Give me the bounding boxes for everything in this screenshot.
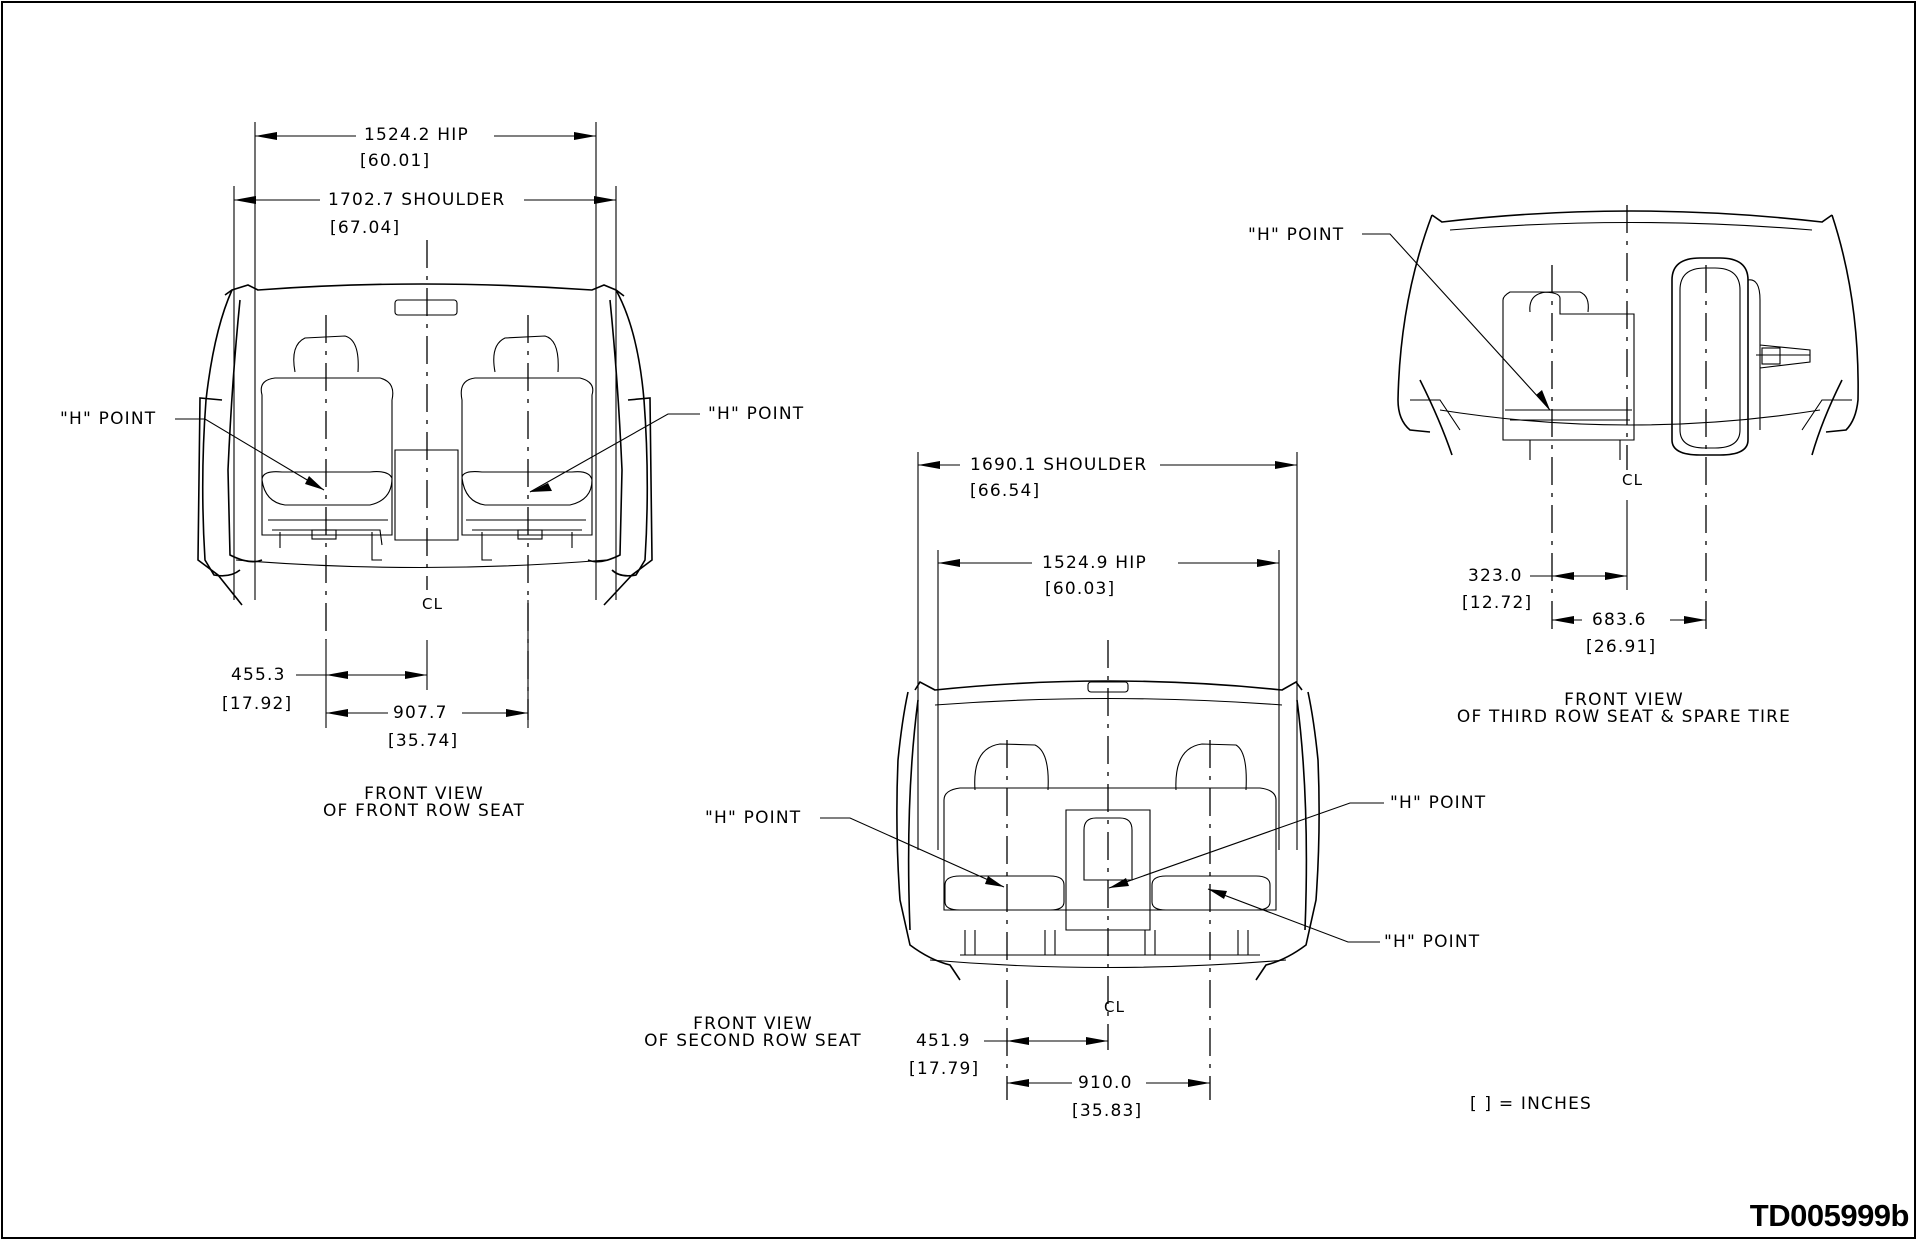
second-caption-line1: FRONT VIEW [693,1014,813,1034]
second-spacing-dimension: 910.0 [1078,1073,1133,1093]
front-row-drawing [175,122,700,728]
front-hip-inches: [60.01] [360,151,431,171]
third-row-drawing [1362,205,1859,630]
second-hip-dimension: 1524.9 HIP [1042,553,1147,573]
front-spacing-dimension: 907.7 [393,703,448,723]
third-centerline-mark: CL [1622,471,1644,489]
units-legend: [ ] = INCHES [1470,1094,1593,1114]
front-shoulder-inches: [67.04] [330,218,401,238]
front-centerline-mark: CL [422,595,444,613]
front-offset-inches: [17.92] [222,694,293,714]
third-spacing-inches: [26.91] [1586,637,1657,657]
third-offset-dimension: 323.0 [1468,566,1523,586]
front-h-point-right-label: "H" POINT [708,404,805,424]
second-shoulder-inches: [66.54] [970,481,1041,501]
second-shoulder-dimension: 1690.1 SHOULDER [970,455,1148,475]
second-spacing-inches: [35.83] [1072,1101,1143,1121]
third-h-point-label: "H" POINT [1248,225,1345,245]
front-caption-line1: FRONT VIEW [364,784,484,804]
third-caption-line1: FRONT VIEW [1564,690,1684,710]
second-h-point-left-label: "H" POINT [705,808,802,828]
front-h-point-left-label: "H" POINT [60,409,157,429]
front-caption-line2: OF FRONT ROW SEAT [322,801,526,821]
third-offset-inches: [12.72] [1462,593,1533,613]
front-spacing-inches: [35.74] [388,731,459,751]
second-caption-line2: OF SECOND ROW SEAT [644,1031,862,1051]
document-id: TD005999b [1749,1198,1910,1233]
second-centerline-mark: CL [1104,998,1126,1016]
second-offset-dimension: 451.9 [916,1031,971,1051]
second-offset-inches: [17.79] [909,1059,980,1079]
front-shoulder-dimension: 1702.7 SHOULDER [328,190,506,210]
front-offset-dimension: 455.3 [231,665,286,685]
second-h-point-center-label: "H" POINT [1390,793,1487,813]
second-row-drawing [820,452,1384,1100]
third-spacing-dimension: 683.6 [1592,610,1647,630]
front-hip-dimension: 1524.2 HIP [364,125,469,145]
second-h-point-right-label: "H" POINT [1384,932,1481,952]
third-caption-line2: OF THIRD ROW SEAT & SPARE TIRE [1456,707,1792,727]
second-hip-inches: [60.03] [1045,579,1116,599]
